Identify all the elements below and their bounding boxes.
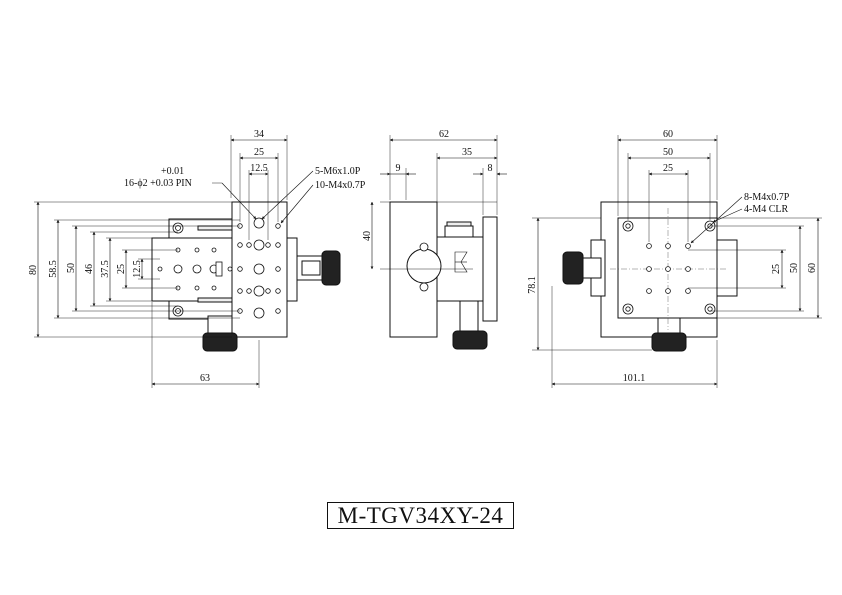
front-dim-80: 80 bbox=[28, 265, 39, 275]
side-knob-disc bbox=[406, 248, 442, 284]
side-dim-62: 62 bbox=[439, 129, 449, 140]
side-screw-top bbox=[419, 242, 429, 252]
front-hole-grid bbox=[157, 217, 281, 319]
front-dim-50: 50 bbox=[66, 263, 77, 273]
rear-dim-50-right: 50 bbox=[789, 263, 800, 273]
rear-dim-101-1: 101.1 bbox=[623, 373, 646, 384]
front-dim-37-5: 37.5 bbox=[100, 260, 111, 278]
front-dim-34: 34 bbox=[254, 129, 264, 140]
front-view: 34 25 12.5 +0.01 16-ϕ2 +0.03 PIN 5-M6x1.… bbox=[28, 129, 366, 388]
side-screw-bottom bbox=[419, 282, 429, 292]
rear-dim-60-right: 60 bbox=[807, 263, 818, 273]
rear-note-m4-tapped: 8-M4x0.7P bbox=[744, 192, 790, 203]
front-dim-58-5: 58.5 bbox=[48, 260, 59, 278]
side-dim-35: 35 bbox=[462, 147, 472, 158]
side-bottom-knob bbox=[452, 330, 488, 350]
rear-left-knob bbox=[562, 251, 584, 285]
side-dim-9: 9 bbox=[396, 163, 401, 174]
rear-note-m4-clear: 4-M4 CLR bbox=[744, 204, 789, 215]
front-note-m4: 10-M4x0.7P bbox=[315, 180, 366, 191]
rear-dim-50-top: 50 bbox=[663, 147, 673, 158]
front-rail-top bbox=[197, 225, 233, 231]
front-dim-12-5: 12.5 bbox=[250, 163, 268, 174]
rear-hole-grid bbox=[622, 220, 716, 315]
front-note-m6: 5-M6x1.0P bbox=[315, 166, 361, 177]
front-dim-63: 63 bbox=[200, 373, 210, 384]
side-top-plate bbox=[482, 216, 498, 322]
side-bracket-top bbox=[446, 221, 472, 227]
front-note-tolerance: +0.01 bbox=[161, 166, 184, 177]
front-dim-25-left: 25 bbox=[116, 264, 127, 274]
rear-dim-25-right: 25 bbox=[771, 264, 782, 274]
rear-dim-60-top: 60 bbox=[663, 129, 673, 140]
side-bracket bbox=[444, 225, 474, 238]
front-note-pin: 16-ϕ2 +0.03 PIN bbox=[124, 178, 192, 189]
front-bottom-knob bbox=[202, 332, 238, 352]
front-rail-bottom bbox=[197, 297, 233, 303]
front-dim-12-5-left: 12.5 bbox=[132, 260, 143, 278]
rear-view: 60 50 25 8-M4x0.7P 4-M4 CLR 25 50 60 78.… bbox=[527, 129, 822, 388]
side-bottom-shaft bbox=[459, 300, 479, 332]
side-dovetail bbox=[454, 251, 468, 273]
rear-right-block bbox=[716, 239, 738, 297]
rear-bottom-knob bbox=[651, 332, 687, 352]
front-corner-screw-1-inner bbox=[175, 225, 181, 231]
rear-left-shaft bbox=[582, 257, 602, 279]
front-dim-46: 46 bbox=[84, 264, 95, 274]
side-view: 62 35 9 8 40 bbox=[362, 129, 507, 350]
rear-dim-78-1: 78.1 bbox=[527, 276, 538, 294]
model-label: M-TGV34XY-24 bbox=[327, 502, 514, 529]
side-dim-8: 8 bbox=[488, 163, 493, 174]
rear-dim-25-top: 25 bbox=[663, 163, 673, 174]
front-right-knob bbox=[321, 250, 341, 286]
front-right-collar bbox=[301, 260, 321, 276]
side-dim-40: 40 bbox=[362, 231, 373, 241]
front-dim-25: 25 bbox=[254, 147, 264, 158]
